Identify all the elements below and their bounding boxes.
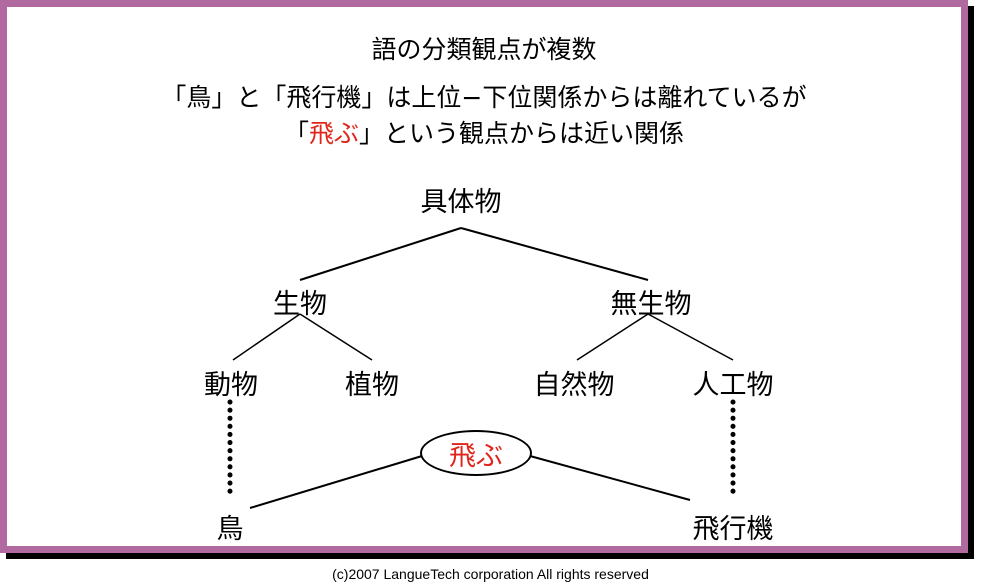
edge-nonliving-artificial — [647, 313, 734, 361]
edge-root-nonliving — [460, 227, 649, 281]
node-plant: 植物 — [345, 370, 399, 401]
fly-concept-ellipse — [420, 430, 532, 476]
node-airplane: 飛行機 — [692, 514, 774, 545]
subtitle-keyword-fly: 飛ぶ — [308, 119, 359, 148]
edge-fly-bird — [249, 455, 423, 509]
edge-nonliving-natural — [576, 313, 649, 361]
node-animal: 動物 — [204, 370, 258, 401]
edge-root-living — [299, 227, 462, 281]
node-nonliving-thing: 無生物 — [610, 289, 692, 320]
edge-living-plant — [299, 313, 373, 361]
node-artificial-object: 人工物 — [692, 370, 774, 401]
node-bird: 鳥 — [216, 514, 244, 545]
node-living-thing: 生物 — [273, 289, 327, 320]
node-fly: 飛ぶ — [449, 441, 503, 472]
edge-fly-airplane — [529, 455, 691, 501]
node-concrete-object: 具体物 — [420, 187, 502, 218]
subtitle-open-bracket: 「 — [283, 119, 309, 148]
copyright-notice: (c)2007 LangueTech corporation All right… — [332, 566, 649, 582]
subtitle-line-1: 「鳥」と「飛行機」は上位−下位関係からは離れているが — [161, 83, 807, 112]
node-natural-object: 自然物 — [533, 370, 615, 401]
subtitle-rest: 」という観点からは近い関係 — [359, 119, 685, 148]
edge-living-animal — [232, 313, 301, 361]
subtitle-line-2: 「飛ぶ」という観点からは近い関係 — [0, 114, 968, 150]
slide-title: 語の分類観点が複数 — [371, 35, 597, 64]
